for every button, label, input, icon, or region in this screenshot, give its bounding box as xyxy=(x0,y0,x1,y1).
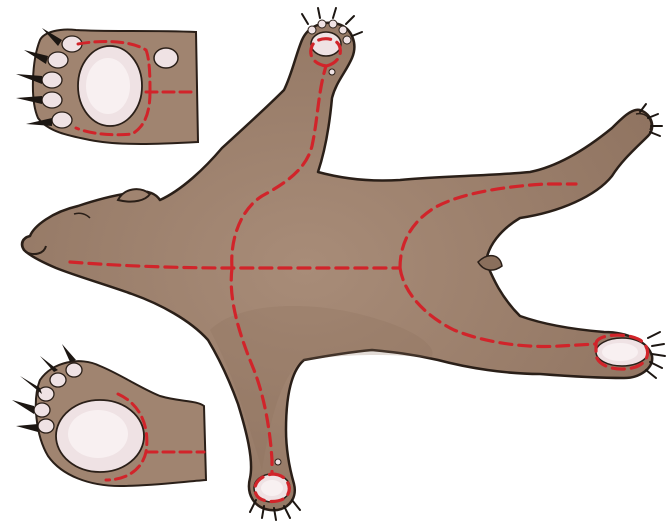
detail-wrist-pad xyxy=(154,48,178,68)
detail-toe-pad xyxy=(38,387,54,401)
toe-pad xyxy=(343,36,351,44)
paw-pad-highlight xyxy=(602,343,638,361)
wrist-pad xyxy=(329,69,335,75)
detail-toe-pad xyxy=(34,403,50,417)
detail-toe-pad xyxy=(42,92,62,108)
toe-pad xyxy=(339,26,347,34)
detail-toe-pad xyxy=(66,363,82,377)
toe-pad xyxy=(308,26,316,34)
wrist-pad xyxy=(275,459,281,465)
detail-toe-pad xyxy=(50,373,66,387)
detail-toe-pad xyxy=(52,112,72,128)
detail-main-pad-highlight xyxy=(68,410,128,458)
toe-pad xyxy=(329,20,337,28)
paw-pad-highlight xyxy=(261,480,283,496)
detail-toe-pad xyxy=(42,72,62,88)
detail-toe-pad xyxy=(48,52,68,68)
detail-toe-pad xyxy=(38,419,54,433)
toe-pad xyxy=(318,20,326,28)
detail-main-pad-highlight xyxy=(86,58,130,114)
